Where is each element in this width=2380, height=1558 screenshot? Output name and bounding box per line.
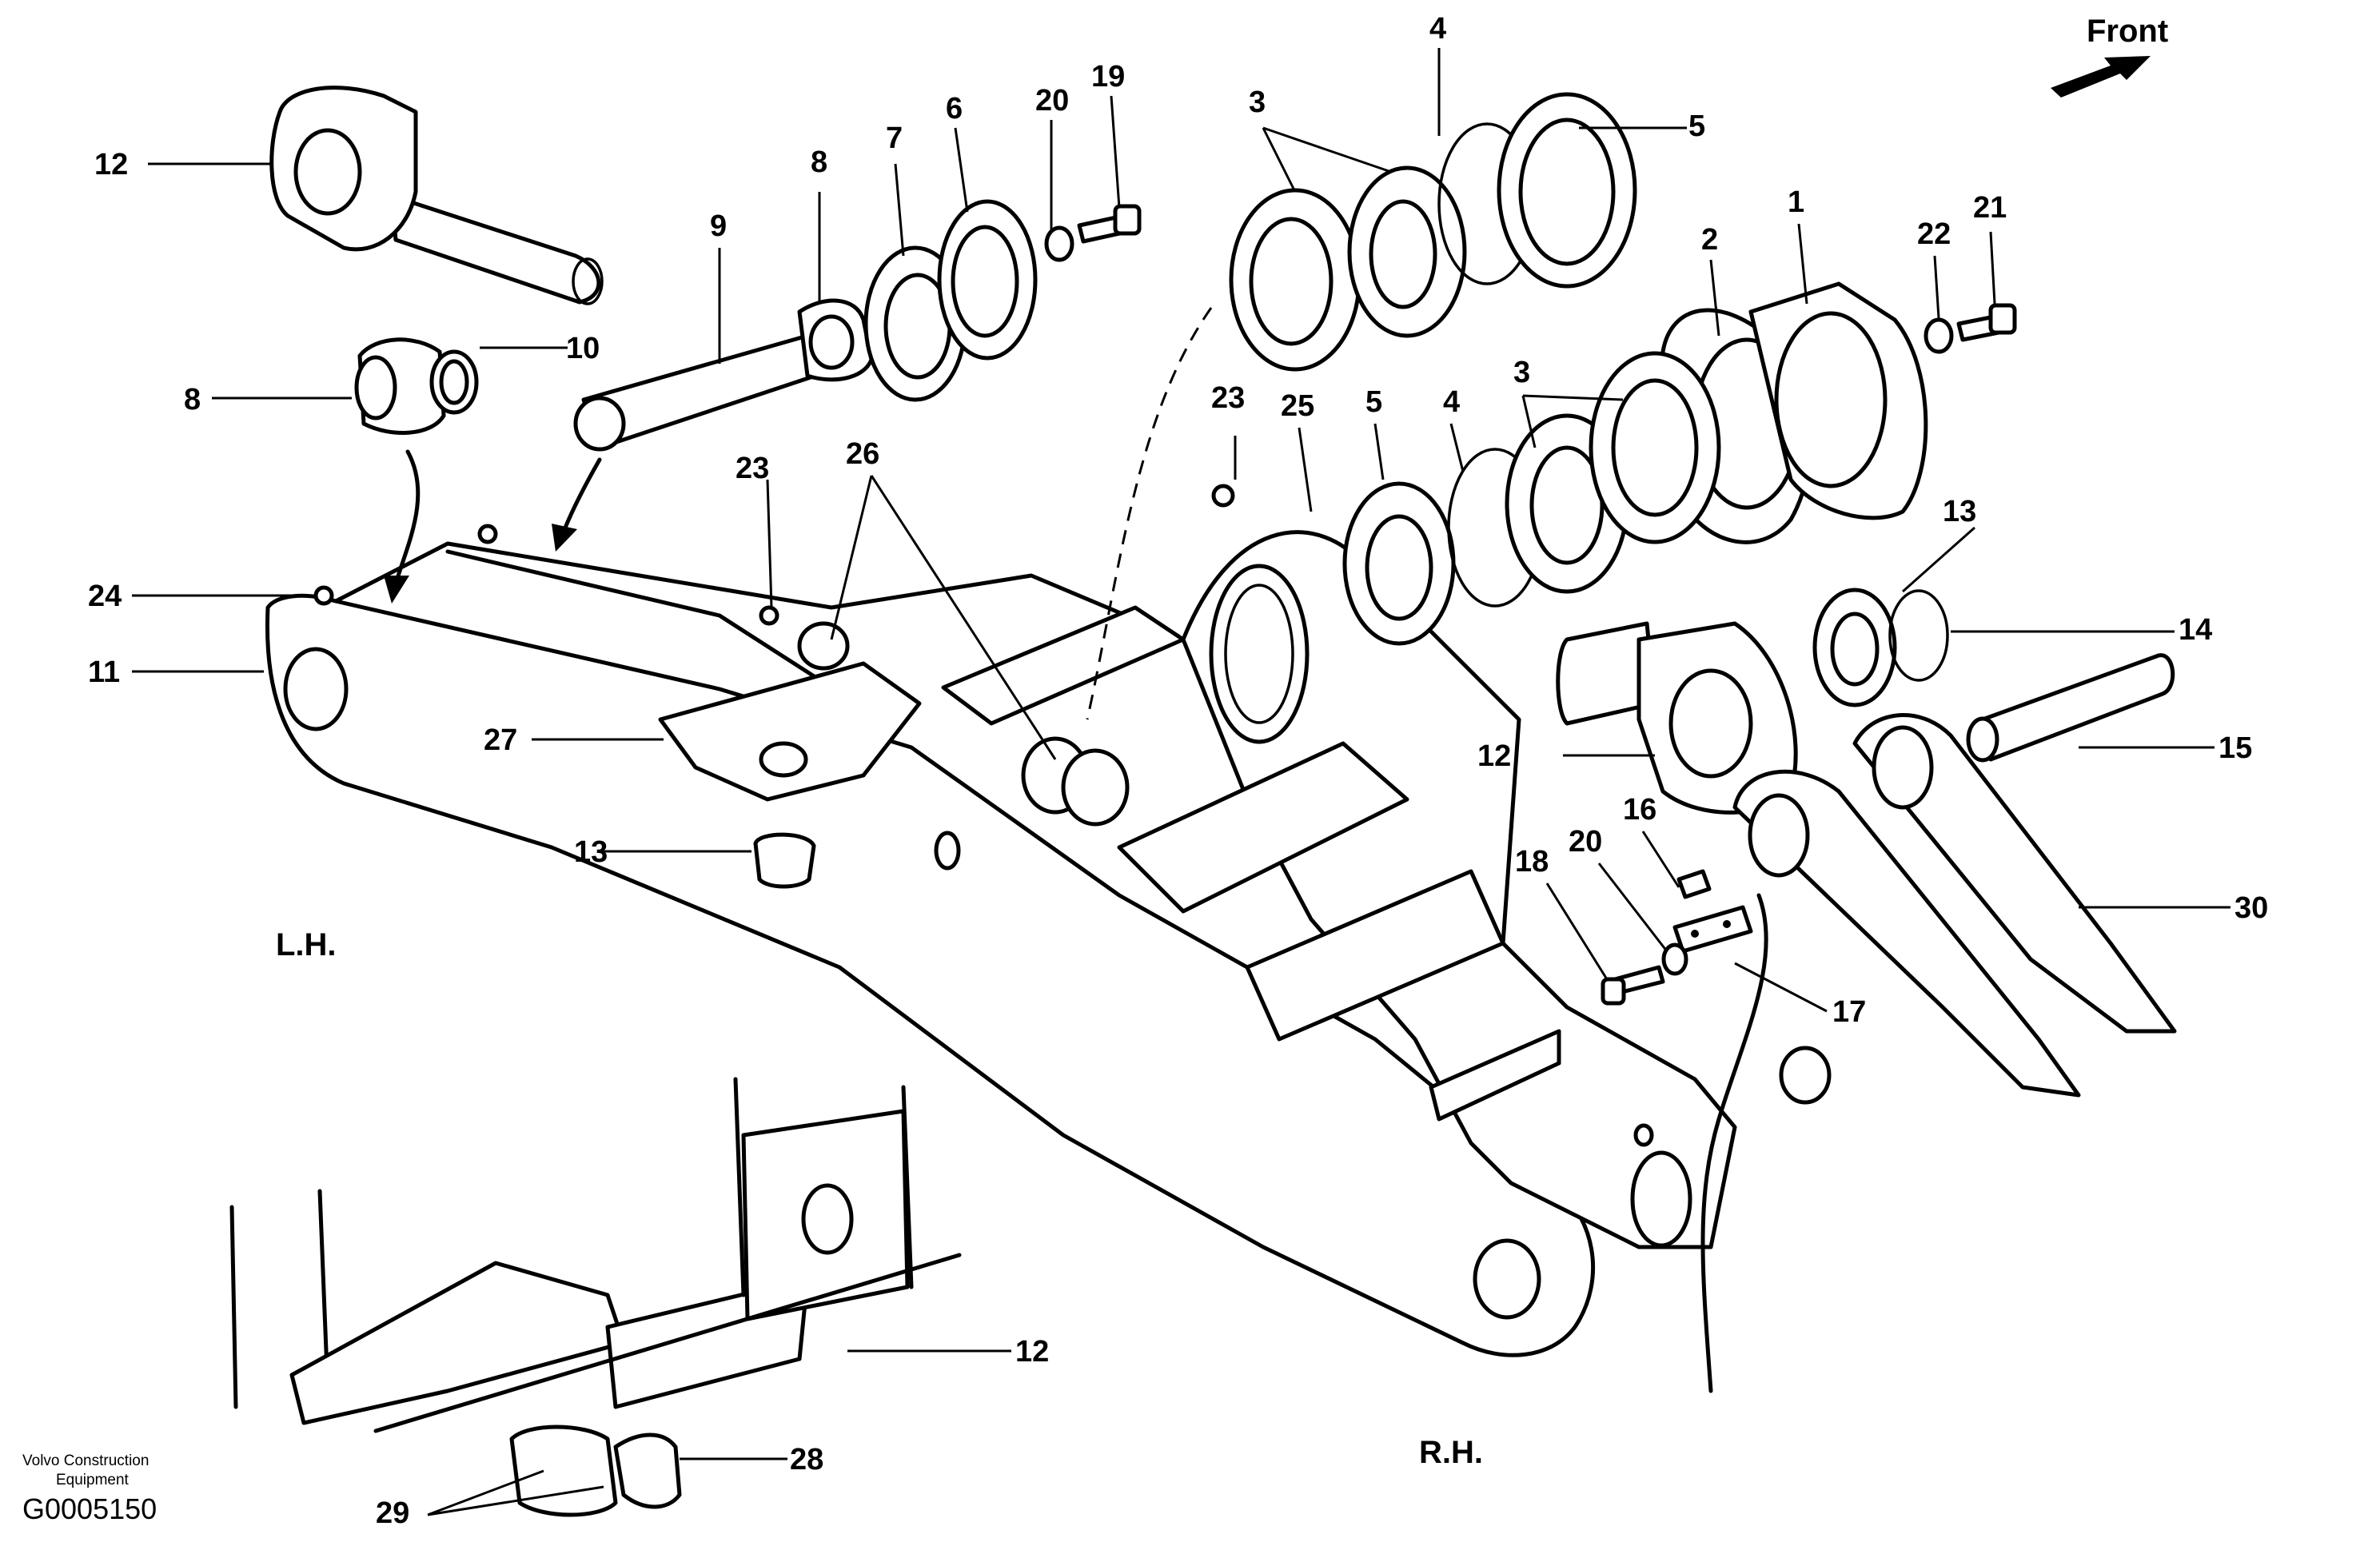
callout-19: 19: [1091, 60, 1125, 94]
callout-3b: 3: [1513, 356, 1530, 389]
callout-25: 25: [1281, 389, 1314, 423]
callout-18: 18: [1515, 845, 1549, 879]
brand-line-2: Equipment: [56, 1472, 130, 1488]
callout-12b: 12: [1477, 739, 1511, 773]
inset-bracket: [229, 1077, 962, 1517]
callout-2: 2: [1701, 223, 1718, 257]
callout-30: 30: [2234, 891, 2268, 925]
callout-3a: 3: [1249, 86, 1266, 119]
callout-20b: 20: [1569, 825, 1602, 859]
callout-9: 9: [710, 209, 727, 243]
callout-4b: 4: [1443, 385, 1460, 419]
pin-9: [573, 298, 874, 452]
callout-5b: 5: [1365, 385, 1382, 419]
bearing-set-lower: [1342, 351, 1721, 646]
callout-8a: 8: [184, 383, 201, 416]
washer-bolt-top: [1044, 204, 1142, 262]
callout-1: 1: [1788, 185, 1804, 219]
front-indicator: Front: [2051, 14, 2168, 98]
callout-4a: 4: [1429, 12, 1446, 46]
callout-12a: 12: [94, 148, 128, 181]
callout-28: 28: [790, 1443, 823, 1476]
callout-17: 17: [1832, 995, 1866, 1029]
seal-housing-6: [937, 199, 1038, 361]
bearing-set-top: [1229, 92, 1637, 372]
callout-12c: 12: [1015, 1335, 1049, 1369]
pin-12-right: [1556, 588, 1949, 815]
callout-7: 7: [886, 122, 903, 155]
callout-13a: 13: [1943, 495, 1976, 528]
callout-27: 27: [484, 723, 517, 757]
leader-lines: [132, 48, 2231, 1516]
plate-1: [1748, 281, 1928, 520]
callout-6: 6: [946, 92, 963, 126]
lift-arm-frame: [265, 484, 1832, 1357]
callout-14: 14: [2179, 613, 2212, 647]
assembly-arrows: [384, 307, 1213, 720]
right-side-label: R.H.: [1419, 1435, 1483, 1470]
callout-labels: 12 8 10 9 8 7 6 20 19 3 4 5 1 2 22 21 3 …: [88, 12, 2268, 1530]
bushing-8-left: [354, 337, 479, 435]
callout-29: 29: [376, 1496, 409, 1530]
pin-15: [1966, 653, 2175, 763]
figure-code: G0005150: [22, 1492, 157, 1525]
callout-23a: 23: [1211, 381, 1245, 415]
lock-plate-17: [1601, 869, 1753, 1006]
callout-21: 21: [1973, 191, 2007, 225]
pin-12-top: [269, 86, 604, 305]
callout-10: 10: [566, 332, 600, 365]
link-30: [1700, 713, 2177, 1393]
callout-8b: 8: [811, 145, 827, 179]
callout-24: 24: [88, 580, 122, 613]
brand-line-1: Volvo Construction: [22, 1452, 149, 1469]
callout-20a: 20: [1035, 84, 1069, 118]
callout-26: 26: [846, 437, 879, 471]
callout-13b: 13: [574, 835, 608, 869]
callout-5a: 5: [1688, 110, 1705, 143]
left-side-label: L.H.: [276, 927, 337, 962]
callout-16: 16: [1623, 793, 1656, 827]
callout-22: 22: [1917, 217, 1951, 251]
callout-23b: 23: [736, 452, 769, 485]
callout-11: 11: [88, 655, 120, 689]
front-label: Front: [2087, 14, 2168, 49]
callout-15: 15: [2219, 731, 2252, 765]
front-arrow-icon: [2051, 56, 2151, 98]
washer-bolt-right: [1924, 303, 2017, 354]
